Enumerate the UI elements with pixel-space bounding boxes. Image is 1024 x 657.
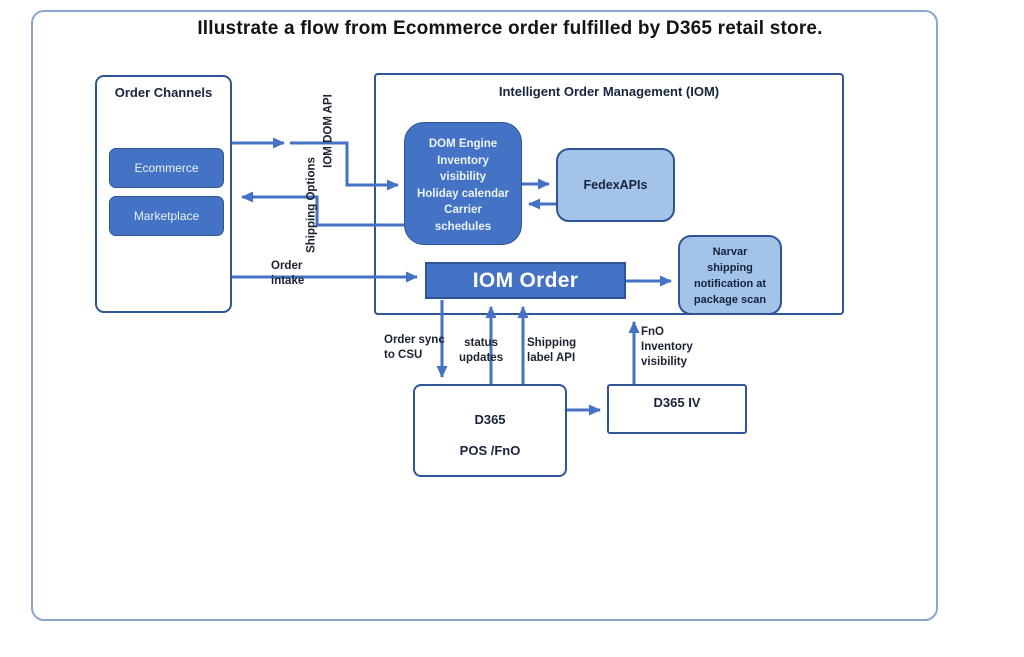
dom-engine-line: Inventory — [437, 154, 489, 167]
dom-engine-node: DOM Engine Inventory visibility Holiday … — [404, 122, 522, 245]
label-order-intake: Order intake — [271, 260, 305, 287]
narvar-line: Narvar — [712, 246, 748, 258]
narvar-node: Narvar shipping notification at package … — [678, 235, 782, 315]
label-shipping-options: Shipping Options — [305, 157, 318, 253]
label-iom-dom-api: IOM DOM API — [322, 94, 335, 168]
label-order-sync: Order sync to CSU — [384, 334, 445, 361]
label-shipping-label-api: Shipping label API — [527, 337, 577, 364]
label-status-updates: status updates — [459, 337, 504, 364]
order-channels-title: Order Channels — [114, 85, 213, 100]
dom-engine-line: Carrier — [444, 204, 482, 216]
marketplace-node: Marketplace — [109, 196, 224, 236]
dom-engine-line: visibility — [439, 171, 487, 183]
dom-engine-line: DOM Engine — [428, 138, 498, 150]
dom-engine-line: Holiday calendar — [416, 187, 510, 200]
dom-engine-line: schedules — [434, 220, 492, 233]
d365-subtitle: POS /FnO — [459, 443, 521, 458]
narvar-line: package scan — [693, 294, 767, 306]
ecommerce-node: Ecommerce — [109, 148, 224, 188]
narvar-line: notification at — [693, 278, 767, 290]
iom-order-label: IOM Order — [472, 268, 579, 292]
page-title: Illustrate a flow from Ecommerce order f… — [197, 18, 823, 39]
d365-iv-node: D365 IV — [607, 384, 747, 434]
fedex-apis-node: FedexAPIs — [556, 148, 675, 222]
iom-title: Intelligent Order Management (IOM) — [498, 84, 720, 99]
order-channels-box: Order Channels Ecommerce Marketplace — [95, 75, 232, 313]
label-fno-inventory-visibility: FnO Inventory visibility — [641, 326, 693, 368]
fedex-apis-label: FedexAPIs — [583, 178, 648, 192]
narvar-line: shipping — [707, 262, 753, 274]
d365-iv-label: D365 IV — [653, 395, 701, 410]
iom-order-node: IOM Order — [425, 262, 626, 299]
d365-pos-fno-node: D365 POS /FnO — [413, 384, 567, 477]
d365-title: D365 — [474, 412, 506, 427]
